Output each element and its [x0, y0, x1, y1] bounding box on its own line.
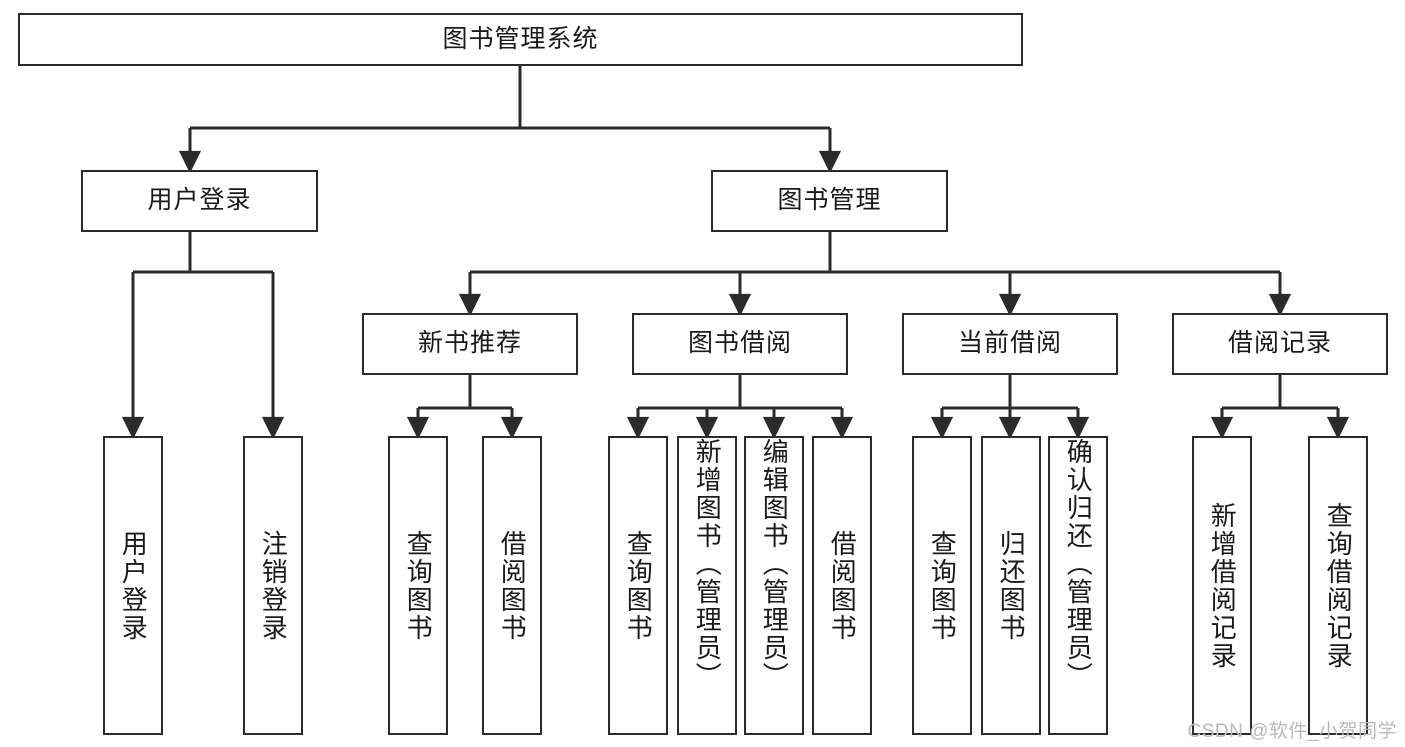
node-label: 查询借阅记录 [1323, 501, 1354, 670]
leaf-borrow-record-query[interactable]: 查询借阅记录 [1308, 436, 1368, 735]
node-label: 新增图书（管理员） [692, 438, 723, 690]
node-book-management[interactable]: 图书管理 [711, 170, 948, 232]
node-label: 图书借阅 [687, 329, 792, 358]
node-borrow-record[interactable]: 借阅记录 [1172, 313, 1388, 375]
node-label: 编辑图书（管理员） [759, 438, 790, 690]
node-label: 归还图书 [996, 529, 1027, 642]
leaf-user-login-login[interactable]: 用户登录 [103, 436, 163, 735]
watermark-credit: CSDN @软件_小贺同学 [1187, 721, 1397, 742]
leaf-book-borrow-edit[interactable]: 编辑图书（管理员） [744, 436, 804, 735]
leaf-user-login-logout[interactable]: 注销登录 [243, 436, 303, 735]
leaf-current-borrow-confirm-return[interactable]: 确认归还（管理员） [1048, 436, 1108, 735]
leaf-new-book-borrow[interactable]: 借阅图书 [482, 436, 542, 735]
leaf-new-book-query[interactable]: 查询图书 [388, 436, 448, 735]
node-book-borrow[interactable]: 图书借阅 [632, 313, 848, 375]
node-label: 当前借阅 [957, 329, 1062, 358]
node-current-borrow[interactable]: 当前借阅 [902, 313, 1118, 375]
node-label: 借阅记录 [1227, 329, 1332, 358]
leaf-borrow-record-add[interactable]: 新增借阅记录 [1192, 436, 1252, 735]
node-root-book-management-system[interactable]: 图书管理系统 [18, 13, 1023, 66]
node-label: 确认归还（管理员） [1063, 438, 1094, 690]
leaf-book-borrow-borrow[interactable]: 借阅图书 [812, 436, 872, 735]
leaf-current-borrow-return[interactable]: 归还图书 [981, 436, 1041, 735]
node-label: 查询图书 [623, 529, 654, 642]
leaf-book-borrow-query[interactable]: 查询图书 [608, 436, 668, 735]
node-label: 查询图书 [403, 529, 434, 642]
leaf-current-borrow-query[interactable]: 查询图书 [912, 436, 972, 735]
node-label: 新书推荐 [417, 329, 522, 358]
node-label: 借阅图书 [827, 529, 858, 642]
node-label: 图书管理系统 [442, 24, 599, 53]
node-label: 用户登录 [118, 529, 149, 642]
node-label: 图书管理 [777, 186, 882, 215]
node-label: 用户登录 [147, 186, 252, 215]
leaf-book-borrow-add[interactable]: 新增图书（管理员） [677, 436, 737, 735]
node-label: 注销登录 [258, 529, 289, 642]
node-label: 借阅图书 [497, 529, 528, 642]
node-label: 查询图书 [927, 529, 958, 642]
node-new-book-recommend[interactable]: 新书推荐 [362, 313, 578, 375]
node-user-login[interactable]: 用户登录 [81, 170, 318, 232]
node-label: 新增借阅记录 [1207, 501, 1238, 670]
